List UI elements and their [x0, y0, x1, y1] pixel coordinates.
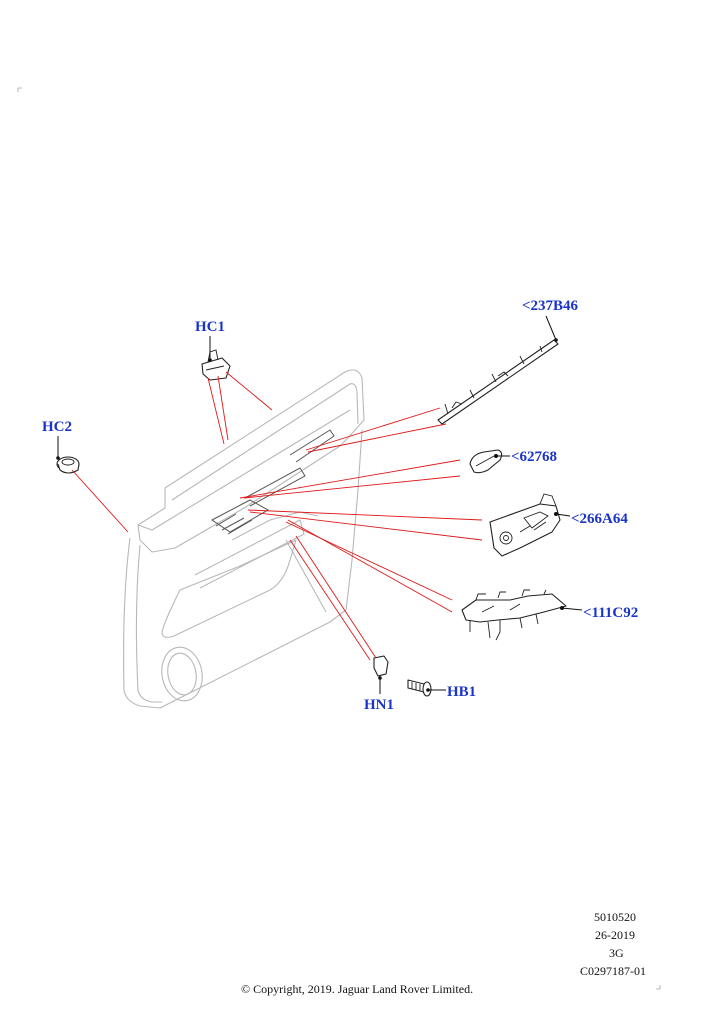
meta-line-1: 5010520	[594, 910, 636, 924]
part-hb1-bolt[interactable]	[407, 679, 432, 697]
callout-leaders	[56, 315, 583, 694]
copyright-notice: © Copyright, 2019. Jaguar Land Rover Lim…	[241, 982, 473, 996]
meta-line-2: 26-2019	[595, 928, 635, 942]
corner-mark	[17, 87, 22, 92]
corner-mark-bottom	[656, 985, 661, 990]
callout-266a64[interactable]: <266A64	[571, 511, 628, 527]
callout-hb1[interactable]: HB1	[447, 684, 476, 700]
part-237b46-strip[interactable]	[437, 339, 559, 425]
part-hc1-clip[interactable]	[201, 349, 231, 381]
leader-lines	[71, 371, 483, 661]
part-111c92-bracket[interactable]	[461, 589, 567, 641]
part-62768-cover[interactable]	[469, 449, 503, 474]
callout-hc1[interactable]: HC1	[195, 319, 225, 335]
meta-line-3: 3G	[609, 946, 624, 960]
drawing-meta: 5010520 26-2019 3G C0297187-01	[580, 910, 646, 978]
callout-hn1[interactable]: HN1	[364, 697, 394, 713]
callout-hc2[interactable]: HC2	[42, 419, 72, 435]
callout-62768[interactable]: <62768	[511, 449, 557, 465]
callout-237b46[interactable]: <237B46	[522, 298, 579, 314]
part-hc2-clip[interactable]	[56, 456, 80, 474]
door-trim-panel	[123, 369, 365, 709]
meta-line-4: C0297187-01	[580, 964, 646, 978]
callout-111c92[interactable]: <111C92	[583, 605, 638, 621]
part-266a64-bracket[interactable]	[489, 493, 561, 557]
part-hn1-nut[interactable]	[373, 655, 389, 686]
